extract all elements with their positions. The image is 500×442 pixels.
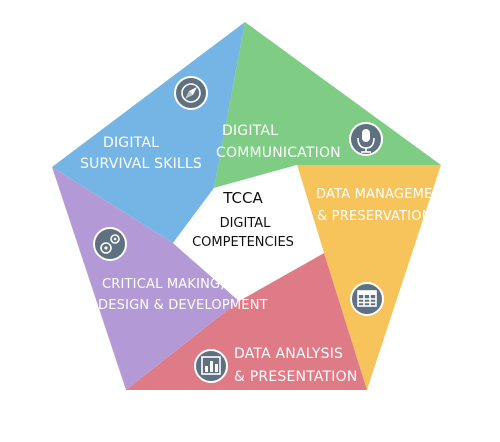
segment-survival-label-line2: SURVIVAL SKILLS: [80, 156, 202, 172]
segment-data-management: DATA MANAGEMENT & PRESERVATION: [297, 165, 451, 390]
segment-survival-label-line1: DIGITAL: [103, 135, 159, 151]
center-subtitle-line2: COMPETENCIES: [192, 235, 294, 250]
segment-data-management-shape: [297, 165, 441, 390]
segment-data-management-label-line1: DATA MANAGEMENT: [316, 187, 451, 202]
segment-data-management-label-line2: & PRESERVATION: [317, 209, 432, 224]
segment-critical-making-label-line2: DESIGN & DEVELOPMENT: [98, 298, 268, 313]
center-subtitle-line1: DIGITAL: [220, 216, 272, 231]
center-shape: [173, 165, 324, 301]
segment-critical-making-label-line1: CRITICAL MAKING,: [102, 277, 225, 292]
segment-data-analysis-label-line2: & PRESENTATION: [234, 369, 358, 385]
segment-communication-label-line1: DIGITAL: [222, 123, 278, 139]
segment-critical-making: CRITICAL MAKING, DESIGN & DEVELOPMENT: [52, 167, 268, 390]
segment-data-analysis-label-line1: DATA ANALYSIS: [234, 346, 343, 362]
segment-data-analysis: DATA ANALYSIS & PRESENTATION: [126, 253, 367, 390]
gears-icon: [93, 227, 127, 261]
segment-communication-label-line2: COMMUNICATION: [216, 145, 341, 161]
microphone-icon: [349, 122, 383, 156]
compass-icon: [174, 76, 208, 110]
center-title: TCCA: [222, 189, 263, 207]
segment-critical-making-shape: [52, 167, 239, 390]
segment-digital-communication: DIGITAL COMMUNICATION: [214, 22, 441, 188]
center-pentagon: TCCA DIGITAL COMPETENCIES: [173, 165, 324, 301]
bar-chart-icon: [194, 349, 228, 383]
segment-data-analysis-shape: [126, 253, 367, 390]
segment-communication-shape: [214, 22, 441, 188]
segment-digital-survival-skills: DIGITAL SURVIVAL SKILLS: [52, 22, 245, 243]
spreadsheet-icon: [350, 282, 384, 316]
